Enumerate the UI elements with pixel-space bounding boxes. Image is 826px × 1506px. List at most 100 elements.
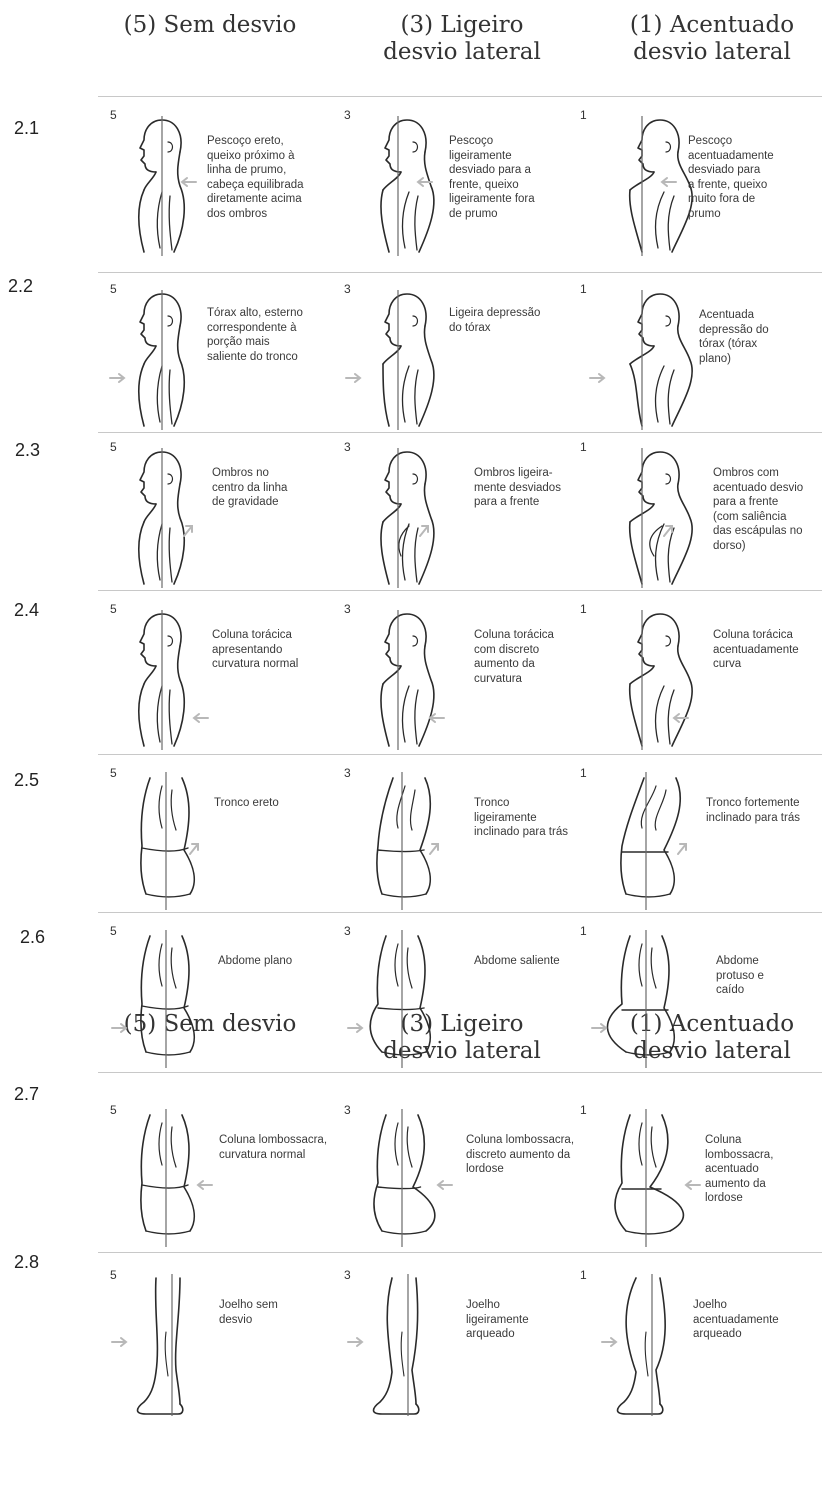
text-line: Ligeira depressão — [449, 306, 540, 321]
trunk-front — [141, 1115, 150, 1231]
base-line — [146, 1052, 190, 1055]
description-text: Pescoçoacentuadamentedesviado paraa fren… — [688, 134, 774, 221]
text-line: Coluna lombossacra, — [219, 1133, 327, 1148]
column-header: (3) Ligeirodesvio lateral — [362, 12, 562, 66]
posture-illustration — [108, 1272, 238, 1417]
chest-outline — [139, 190, 144, 252]
posture-figure — [108, 770, 238, 915]
text-line: caído — [716, 983, 764, 998]
indicator-arrow-icon — [194, 714, 208, 722]
description-text: Coluna torácicacom discretoaumento dacur… — [474, 628, 554, 686]
posture-figure — [588, 1107, 718, 1252]
arm-stroke — [397, 786, 405, 828]
description-text: Tronco fortementeinclinado para trás — [706, 796, 800, 825]
chest-outline — [381, 190, 389, 252]
text-line: lordose — [705, 1191, 773, 1206]
text-line: aumento da — [705, 1177, 773, 1192]
ear-stroke — [168, 474, 173, 484]
head-outline — [140, 614, 181, 666]
head-outline — [385, 614, 426, 666]
indicator-arrow-icon — [112, 1024, 126, 1032]
posture-illustration — [344, 444, 474, 589]
text-line: Tronco fortemente — [706, 796, 800, 811]
trunk-front — [370, 936, 386, 1052]
text-line: Coluna — [705, 1133, 773, 1148]
description-text: Pescoço ereto,queixo próximo àlinha de p… — [207, 134, 304, 221]
ear-stroke — [413, 316, 418, 326]
row-id-label: 2.6 — [20, 927, 45, 948]
indicator-arrow-icon — [590, 374, 604, 382]
row-id-label: 2.8 — [14, 1252, 39, 1273]
text-line: Joelho — [693, 1298, 779, 1313]
trunk-back — [182, 1115, 194, 1231]
arm-stroke — [651, 948, 656, 988]
row-divider — [98, 432, 822, 433]
text-line: apresentando — [212, 643, 298, 658]
trunk-back — [182, 936, 194, 1052]
ear-stroke — [413, 142, 418, 152]
arm-stroke — [415, 690, 418, 744]
base-line — [146, 894, 190, 897]
text-line: Abdome plano — [218, 954, 292, 969]
score-label: 1 — [580, 282, 587, 296]
column-header: (5) Sem desvio — [110, 12, 310, 39]
trunk-back — [420, 778, 430, 894]
arm-stroke — [668, 370, 674, 424]
text-line: aumento da — [474, 657, 554, 672]
chest-outline — [139, 364, 144, 426]
text-line: Coluna torácica — [474, 628, 554, 643]
ear-stroke — [413, 636, 418, 646]
arm-stroke — [159, 1123, 162, 1165]
arm-stroke — [668, 196, 674, 250]
leg-back — [656, 1278, 665, 1404]
leg-back — [176, 1278, 180, 1404]
base-line — [382, 1052, 426, 1055]
arm-stroke — [639, 944, 642, 986]
text-line: prumo — [688, 207, 774, 222]
description-text: Ligeira depressãodo tórax — [449, 306, 540, 335]
text-line: ligeiramente — [449, 149, 535, 164]
posture-figure — [108, 928, 238, 1073]
text-line: Joelho — [466, 1298, 529, 1313]
indicator-arrow-icon — [678, 844, 686, 854]
posture-illustration — [344, 606, 474, 751]
arm-stroke — [157, 192, 162, 248]
ear-stroke — [168, 316, 173, 326]
posture-figure — [344, 606, 474, 751]
neck-front — [144, 504, 156, 522]
trunk-back — [418, 936, 430, 1052]
arm-stroke — [415, 370, 418, 424]
head-outline — [638, 294, 679, 346]
indicator-arrow-icon — [190, 844, 198, 854]
description-text: Tronco ereto — [214, 796, 279, 811]
text-line: (3) Ligeiro — [362, 12, 562, 39]
description-text: Ombros comacentuado desviopara a frente(… — [713, 466, 803, 553]
arm-stroke — [639, 1123, 642, 1165]
description-text: Joelhoacentuadamentearqueado — [693, 1298, 779, 1342]
text-line: saliente do tronco — [207, 350, 303, 365]
arm-stroke — [402, 366, 409, 422]
chest-outline — [383, 364, 389, 426]
arm-stroke — [655, 790, 666, 830]
text-line: depressão do — [699, 323, 769, 338]
text-line: (com saliência — [713, 510, 803, 525]
text-line: Pescoço — [449, 134, 535, 149]
row-id-label: 2.2 — [8, 276, 33, 297]
column-header: (1) Acentuadodesvio lateral — [612, 12, 812, 66]
head-outline — [638, 614, 679, 666]
posture-figure — [344, 444, 474, 589]
text-line: Acentuada — [699, 308, 769, 323]
arm-stroke — [171, 1127, 176, 1167]
text-line: Joelho sem — [219, 1298, 278, 1313]
head-outline — [638, 120, 679, 172]
description-text: Abdomeprotuso ecaído — [716, 954, 764, 998]
text-line: (1) Acentuado — [612, 12, 812, 39]
neck-front — [144, 346, 156, 364]
text-line: lombossacra, — [705, 1148, 773, 1163]
text-line: curvatura normal — [219, 1148, 327, 1163]
score-label: 1 — [580, 108, 587, 122]
head-outline — [385, 294, 426, 346]
text-line: Ombros no — [212, 466, 287, 481]
row-id-label: 2.5 — [14, 770, 39, 791]
posture-illustration — [588, 928, 718, 1073]
